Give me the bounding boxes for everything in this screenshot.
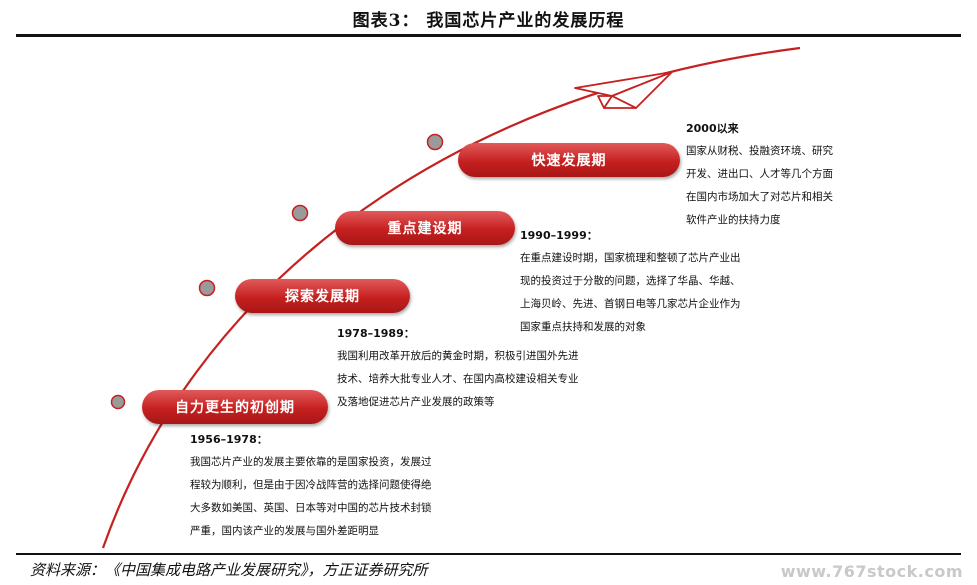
watermark: www.767stock.com	[780, 562, 963, 581]
stage-1-line-1: 我国芯片产业的发展主要依靠的是国家投资，发展过	[190, 456, 432, 468]
stage-description-3: 1990–1999： 在重点建设时期，国家梳理和整顿了芯片产业出 现的投资过于分…	[520, 224, 741, 339]
stage-pill-1: 自力更生的初创期	[142, 390, 328, 424]
stage-4-line-3: 在国内市场加大了对芯片和相关	[686, 191, 833, 203]
stage-3-line-3: 上海贝岭、先进、首钢日电等几家芯片企业作为	[520, 298, 741, 310]
stage-1-line-2: 程较为顺利，但是由于因冷战阵营的选择问题使得绝	[190, 479, 432, 491]
stage-description-1: 1956–1978： 我国芯片产业的发展主要依靠的是国家投资，发展过 程较为顺利…	[190, 428, 432, 543]
stage-4-line-2: 开发、进出口、人才等几个方面	[686, 168, 833, 180]
stage-label-2: 探索发展期	[285, 289, 360, 305]
stage-period-2: 1978–1989：	[337, 327, 415, 340]
stage-label-3: 重点建设期	[387, 221, 463, 237]
stage-description-4: 2000以来 国家从财税、投融资环境、研究 开发、进出口、人才等几个方面 在国内…	[686, 117, 833, 232]
stage-label-1: 自力更生的初创期	[175, 400, 295, 416]
stage-1-line-4: 严重，国内该产业的发展与国外差距明显	[190, 525, 379, 537]
timeline-node-3	[291, 204, 309, 222]
title-divider	[16, 34, 961, 37]
page-title: 图表3： 我国芯片产业的发展历程	[352, 11, 625, 31]
stage-3-line-1: 在重点建设时期，国家梳理和整顿了芯片产业出	[520, 252, 741, 264]
source-note: 资料来源：《中国集成电路产业发展研究》，方正证券研究所	[30, 561, 428, 579]
stage-pill-3: 重点建设期	[335, 211, 515, 245]
footer-divider	[16, 553, 961, 555]
stage-4-line-1: 国家从财税、投融资环境、研究	[686, 145, 833, 157]
stage-period-3: 1990–1999：	[520, 229, 598, 242]
stage-2-line-3: 及落地促进芯片产业发展的政策等	[337, 396, 495, 408]
timeline-node-4	[426, 133, 444, 151]
stage-3-line-4: 国家重点扶持和发展的对象	[520, 321, 646, 333]
paper-plane-icon	[574, 71, 673, 109]
stage-4-line-4: 软件产业的扶持力度	[686, 214, 781, 226]
stage-label-4: 快速发展期	[531, 153, 607, 169]
stage-pill-2: 探索发展期	[235, 279, 410, 313]
stage-pill-4: 快速发展期	[458, 143, 680, 177]
timeline-node-2	[198, 279, 216, 297]
stage-period-4: 2000以来	[686, 122, 739, 135]
stage-2-line-2: 技术、培养大批专业人才、在国内高校建设相关专业	[337, 373, 579, 385]
timeline-node-1	[110, 394, 126, 410]
stage-2-line-1: 我国利用改革开放后的黄金时期，积极引进国外先进	[337, 350, 579, 362]
stage-1-line-3: 大多数如美国、英国、日本等对中国的芯片技术封锁	[190, 502, 432, 514]
stage-3-line-2: 现的投资过于分散的问题，选择了华晶、华越、	[520, 275, 741, 287]
stage-period-1: 1956–1978：	[190, 433, 268, 446]
stage-description-2: 1978–1989： 我国利用改革开放后的黄金时期，积极引进国外先进 技术、培养…	[337, 322, 579, 414]
